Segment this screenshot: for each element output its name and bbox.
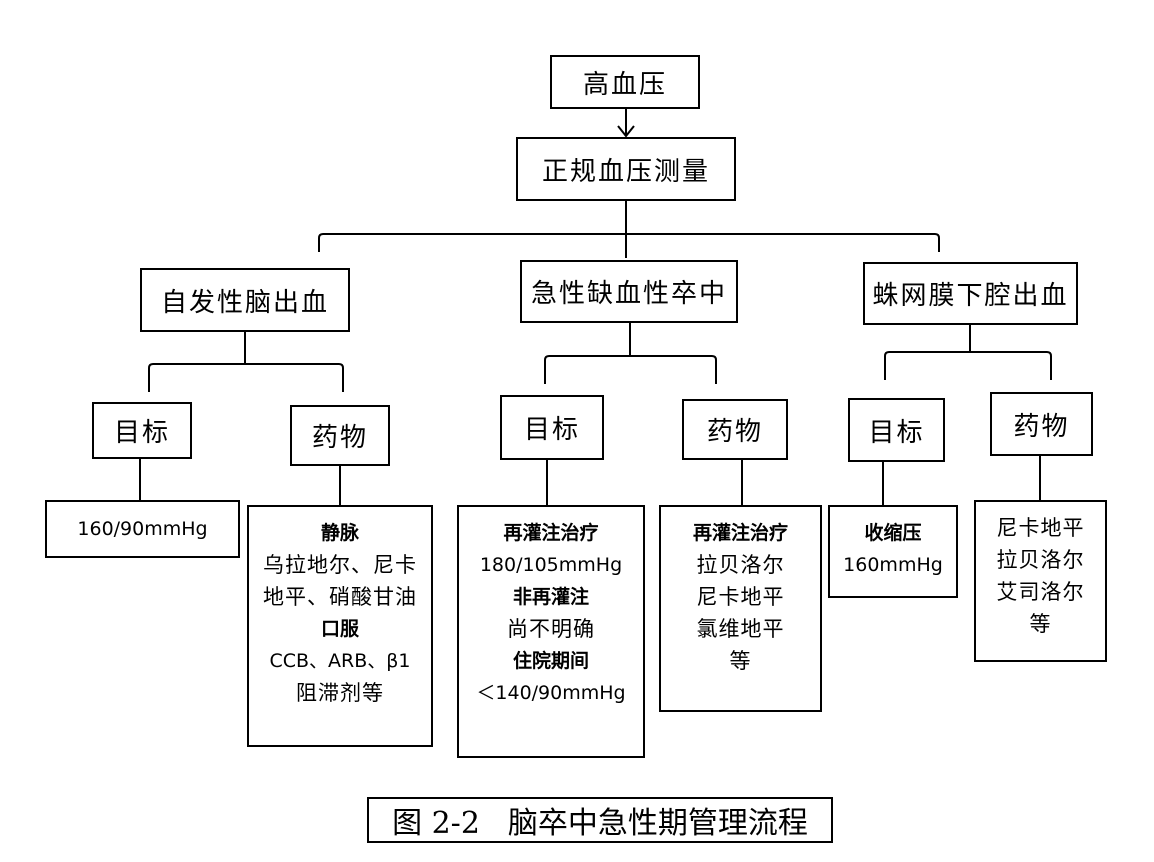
node-label: 正规血压测量 xyxy=(541,156,710,187)
node-label: 药物 xyxy=(311,423,368,453)
node-label: 药物 xyxy=(1013,411,1070,442)
detail-line: 等 xyxy=(1029,612,1052,636)
detail-line: 静脉 xyxy=(320,522,359,544)
node-label: 急性缺血性卒中 xyxy=(530,279,727,309)
detail-line: 住院期间 xyxy=(512,650,589,672)
detail-line: 尼卡地平 xyxy=(696,585,785,609)
node-branch-sah: 蛛网膜下腔出血 xyxy=(863,262,1078,325)
detail-line: 尚不明确 xyxy=(507,617,595,641)
node-label: 目标 xyxy=(113,418,170,448)
node-label: 自发性脑出血 xyxy=(160,287,329,318)
ich-drug-detail: 静脉 乌拉地尔、尼卡 地平、硝酸甘油 口服 CCB、ARB、β1 阻滞剂等 xyxy=(247,505,433,747)
node-label: 高血压 xyxy=(582,69,667,100)
node-ais-goal: 目标 xyxy=(500,395,604,460)
figure-number: 图 2-2 xyxy=(392,806,480,841)
detail-line: 氯维地平 xyxy=(696,617,785,641)
detail-line: 等 xyxy=(729,649,752,673)
ais-goal-detail: 再灌注治疗 180/105mmHg 非再灌注 尚不明确 住院期间 ＜140/90… xyxy=(457,505,645,758)
detail-line: 尼卡地平 xyxy=(996,516,1085,540)
node-label: 目标 xyxy=(523,415,580,445)
detail-line: 口服 xyxy=(320,618,359,640)
detail-line: 180/105mmHg xyxy=(479,554,623,576)
node-branch-ais: 急性缺血性卒中 xyxy=(520,260,738,323)
sah-goal-detail: 收缩压 160mmHg xyxy=(828,505,958,598)
node-bp-measurement: 正规血压测量 xyxy=(516,137,736,201)
ich-goal-detail: 160/90mmHg xyxy=(45,500,240,558)
node-branch-ich: 自发性脑出血 xyxy=(140,268,350,332)
detail-line: 非再灌注 xyxy=(512,586,589,608)
node-label: 蛛网膜下腔出血 xyxy=(872,281,1069,311)
node-ais-drug: 药物 xyxy=(682,399,788,460)
detail-line: 160/90mmHg xyxy=(77,518,208,540)
ais-drug-detail: 再灌注治疗 拉贝洛尔 尼卡地平 氯维地平 等 xyxy=(659,505,822,712)
detail-line: 艾司洛尔 xyxy=(996,580,1085,604)
detail-line: 再灌注治疗 xyxy=(692,522,788,544)
figure-title: 脑卒中急性期管理流程 xyxy=(507,806,808,841)
node-sah-goal: 目标 xyxy=(848,398,945,462)
detail-line: 地平、硝酸甘油 xyxy=(263,585,417,609)
detail-line: 乌拉地尔、尼卡 xyxy=(263,553,417,577)
node-sah-drug: 药物 xyxy=(990,392,1093,456)
detail-line: ＜140/90mmHg xyxy=(476,682,626,704)
node-label: 目标 xyxy=(868,417,925,448)
node-hypertension: 高血压 xyxy=(550,55,700,109)
detail-line: 再灌注治疗 xyxy=(503,522,599,544)
detail-line: 阻滞剂等 xyxy=(296,681,384,705)
detail-line: 拉贝洛尔 xyxy=(696,553,785,577)
sah-drug-detail: 尼卡地平 拉贝洛尔 艾司洛尔 等 xyxy=(974,500,1107,662)
detail-line: 160mmHg xyxy=(843,554,943,576)
figure-caption: 图 2-2 脑卒中急性期管理流程 xyxy=(367,797,833,843)
node-label: 药物 xyxy=(706,417,763,447)
node-ich-drug: 药物 xyxy=(290,405,390,466)
detail-line: 收缩压 xyxy=(864,522,922,544)
detail-line: 拉贝洛尔 xyxy=(996,548,1085,572)
detail-line: CCB、ARB、β1 xyxy=(269,650,411,672)
node-ich-goal: 目标 xyxy=(92,402,192,459)
